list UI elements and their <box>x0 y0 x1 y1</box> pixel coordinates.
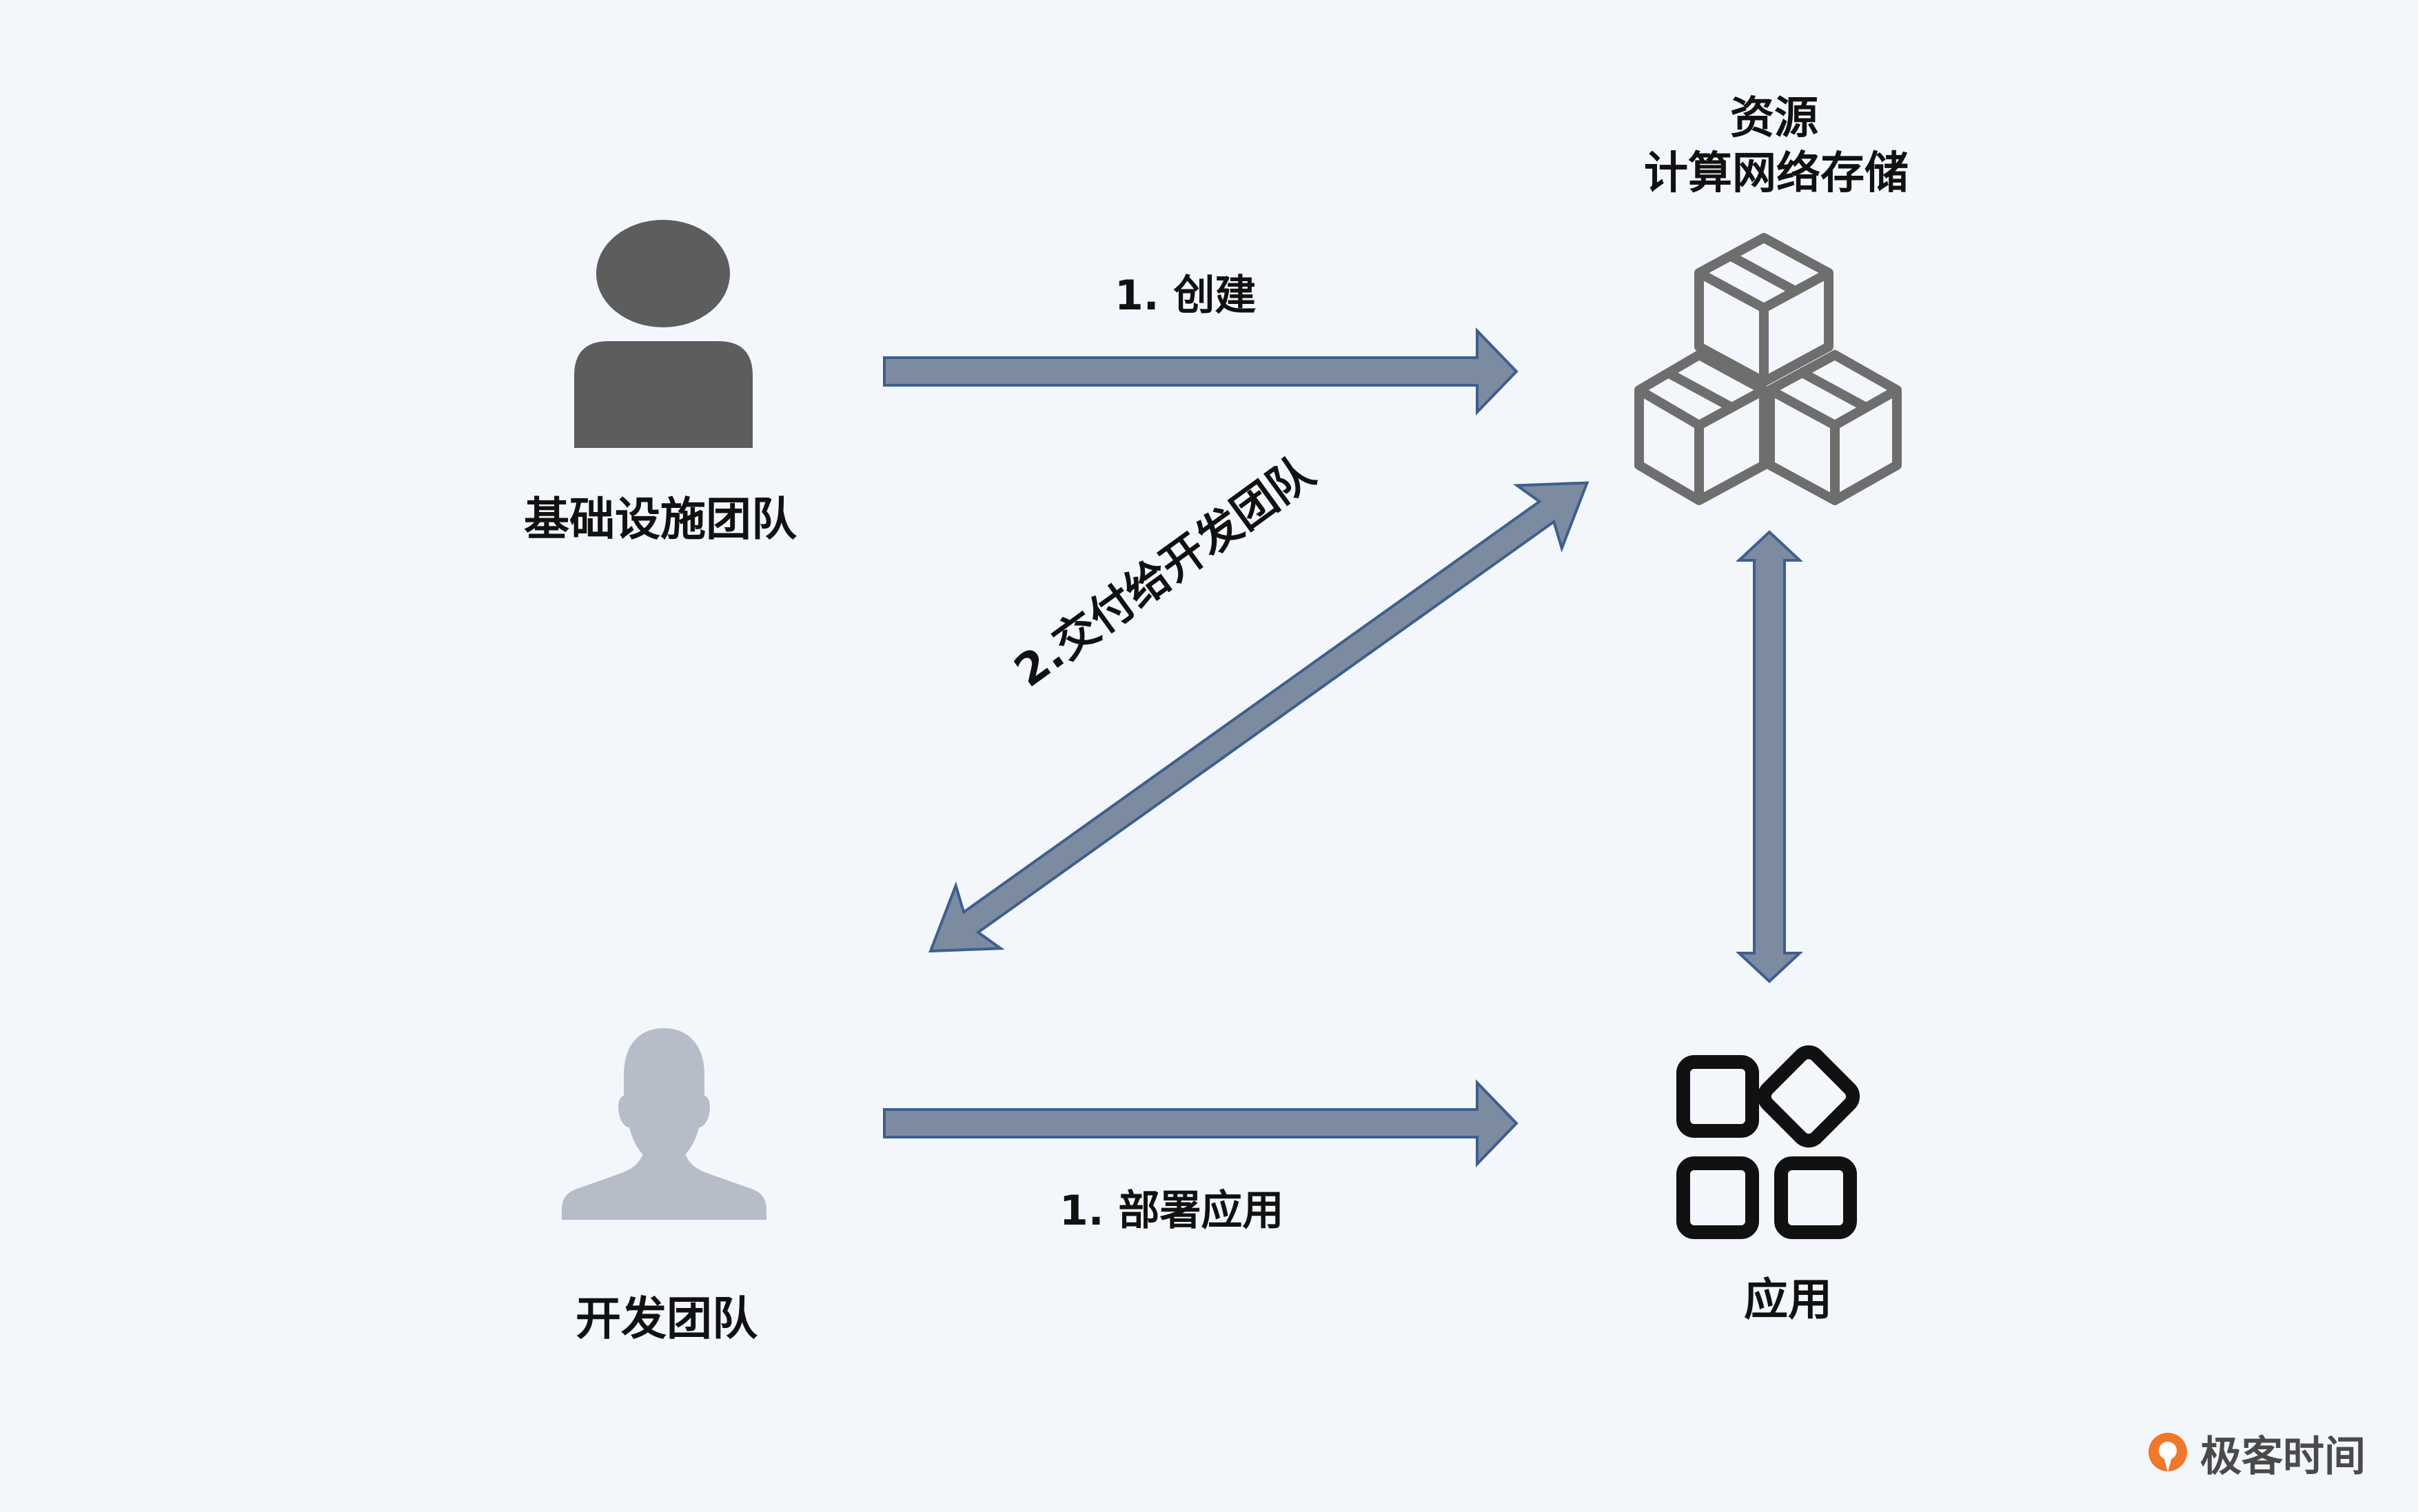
deliver-arrow <box>928 481 1589 953</box>
create-step-label: 1. 创建 <box>1115 272 1257 320</box>
deploy-arrow <box>883 1079 1518 1167</box>
person-icon <box>574 220 753 448</box>
dev-team-label: 开发团队 <box>576 1292 758 1345</box>
deploy-step-label: 1. 部署应用 <box>1059 1187 1284 1235</box>
geektime-logo-icon <box>2148 1432 2187 1472</box>
create-arrow <box>883 327 1518 416</box>
person-silhouette-icon <box>562 1028 766 1220</box>
application-label: 应用 <box>1744 1275 1832 1326</box>
apps-grid-icon <box>1676 1045 1860 1239</box>
brand-name: 极客时间 <box>2200 1433 2366 1481</box>
infra-team-label: 基础设施团队 <box>524 493 797 546</box>
resources-subtitle: 计算网络存储 <box>1644 148 1909 199</box>
cubes-icon <box>1634 233 1902 505</box>
brand-watermark: 极客时间 <box>2144 1423 2366 1483</box>
resources-app-arrow <box>1735 530 1804 983</box>
resources-title: 资源 <box>1730 93 1818 144</box>
